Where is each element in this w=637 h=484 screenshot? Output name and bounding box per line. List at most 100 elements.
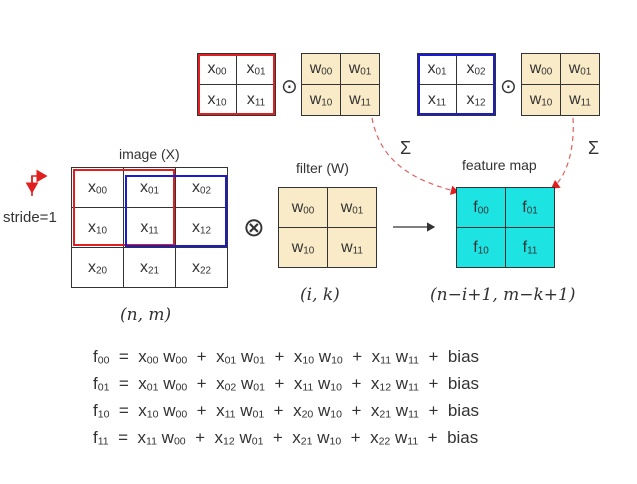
feature-map-symbol-sub: 01 (526, 204, 538, 216)
plus-sign: + (342, 374, 371, 393)
term-x-base: x (371, 347, 381, 366)
top-left-w-symbol: w01 (349, 60, 372, 78)
term-x: x20 (293, 401, 314, 421)
term-x-sub: 20 (301, 408, 314, 421)
plus-sign: + (187, 347, 217, 366)
equation-lhs-sub: 11 (97, 435, 109, 448)
top-left-w-cell: w00 (301, 53, 341, 85)
filter-symbol-sub: 11 (352, 244, 363, 256)
top-left-w-symbol: w11 (349, 91, 371, 109)
top-right-w-cell: w10 (521, 84, 561, 116)
term-w: w11 (395, 428, 418, 448)
term-x: x12 (371, 374, 391, 394)
term-x-sub: 10 (146, 408, 159, 421)
feature-map-cell: f00 (456, 187, 506, 228)
image-cell: x22 (175, 247, 228, 288)
term-w-sub: 00 (175, 408, 188, 421)
image-symbol-base: x (191, 218, 200, 236)
term-w-base: w (395, 374, 409, 393)
filter-symbol: w01 (341, 199, 364, 217)
image-symbol-base: x (139, 258, 148, 276)
term-w-sub: 01 (253, 354, 266, 367)
image-title: image (X) (119, 146, 180, 162)
term-x-base: x (370, 428, 379, 447)
equals-sign: = (109, 401, 139, 420)
term-w-sub: 01 (252, 408, 265, 421)
bias-term: bias (447, 428, 479, 447)
top-right-x-symbol: x01 (427, 60, 446, 78)
term-w: w00 (163, 374, 187, 394)
term-w-sub: 01 (251, 435, 264, 448)
term-w-base: w (161, 428, 174, 447)
top-left-x-symbol-base: x (207, 60, 216, 77)
feature-map-cell: f10 (456, 227, 506, 268)
term-w-sub: 01 (253, 381, 266, 394)
image-symbol-base: x (87, 178, 96, 196)
top-left-x-cell: x01 (236, 53, 276, 85)
term-x: x11 (371, 347, 391, 367)
top-left-w-symbol-sub: 01 (360, 66, 372, 78)
top-right-w-symbol: w01 (569, 60, 592, 78)
term-w: w00 (163, 347, 187, 367)
equation-lhs-sub: 01 (97, 381, 110, 394)
filter-symbol-base: w (291, 198, 304, 216)
top-right-w-symbol-base: w (529, 91, 542, 108)
top-right-w-symbol-base: w (569, 91, 581, 108)
filter-title: filter (W) (296, 160, 349, 176)
equals-sign: = (108, 428, 138, 447)
plus-sign: + (419, 401, 448, 420)
stride-label: stride=1 (3, 209, 57, 226)
equation-line: f10 = x10 w00 + x11 w01 + x20 w10 + x21 … (93, 401, 479, 421)
term-x-sub: 10 (302, 354, 315, 367)
term-w-base: w (240, 401, 253, 420)
top-left-x-symbol: x11 (247, 91, 265, 109)
equation-line: f00 = x00 w00 + x01 w01 + x10 w10 + x11 … (93, 347, 479, 367)
image-cell: x20 (71, 247, 124, 288)
term-w-sub: 10 (331, 354, 343, 367)
term-x-base: x (138, 401, 147, 420)
image-symbol: x02 (192, 179, 211, 197)
plus-sign: + (419, 374, 448, 393)
top-right-w-symbol: w10 (530, 91, 553, 109)
plus-sign: + (342, 401, 371, 420)
equation-lhs-sub: 10 (97, 408, 110, 421)
equation-lhs: f11 (93, 428, 109, 448)
image-symbol: x12 (192, 219, 211, 237)
filter-cell: w10 (278, 227, 328, 268)
term-w-sub: 10 (330, 408, 343, 421)
feature-map-symbol-sub: 00 (477, 204, 489, 216)
top-right-x-cell: x02 (456, 53, 496, 85)
term-w-base: w (318, 347, 332, 366)
term-x: x02 (216, 374, 236, 394)
hadamard-op-left: ⊙ (281, 76, 298, 98)
term-w: w01 (241, 347, 266, 367)
top-right-x-symbol-base: x (427, 91, 436, 108)
equation-lhs: f00 (93, 347, 109, 367)
bias-term: bias (447, 401, 480, 420)
term-x: x21 (292, 428, 312, 448)
top-right-x-symbol-base: x (466, 60, 475, 77)
image-symbol-base: x (140, 218, 149, 236)
top-left-x-symbol: x10 (207, 91, 226, 109)
feature-map-symbol-base: f (522, 238, 528, 256)
term-w: w01 (241, 374, 266, 394)
equation-line: f01 = x01 w00 + x02 w01 + x11 w10 + x12 … (93, 374, 479, 394)
top-right-w-symbol-base: w (529, 60, 542, 77)
image-symbol-base: x (191, 258, 200, 276)
term-w-base: w (318, 374, 331, 393)
stride-arrow-right (31, 169, 48, 196)
filter-symbol-base: w (291, 238, 304, 256)
top-right-w-symbol-sub: 01 (580, 66, 592, 78)
filter-symbol: w00 (292, 199, 315, 217)
term-w-base: w (241, 347, 254, 366)
top-right-x-symbol-base: x (427, 60, 436, 77)
top-right-x-cell: x11 (417, 84, 457, 116)
plus-sign: + (342, 347, 372, 366)
filter-cell: w01 (327, 187, 377, 228)
top-right-w-symbol: w11 (569, 91, 591, 109)
